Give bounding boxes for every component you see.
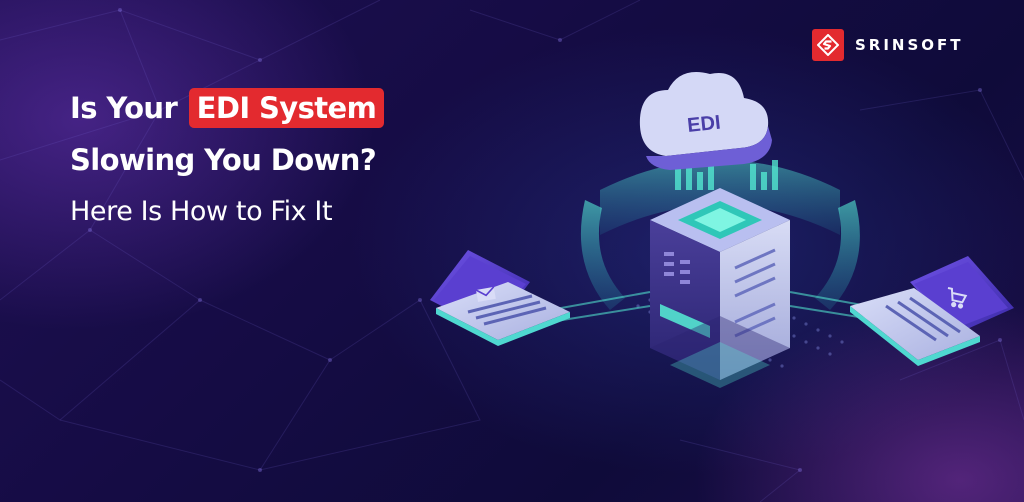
headline-prefix: Is Your (70, 91, 178, 125)
headline-subtitle: Here Is How to Fix It (70, 196, 333, 227)
shopping-cart-icon (947, 287, 968, 309)
headline-line-1: Is Your EDI System (70, 88, 490, 128)
laptop-right (850, 256, 1014, 366)
headline: Is Your EDI System Slowing You Down? Her… (70, 88, 490, 232)
envelope-icon (475, 286, 496, 302)
cloud-label: EDI (686, 112, 721, 137)
data-ring-left (580, 200, 625, 310)
edi-cloud: EDI (639, 72, 772, 170)
headline-line-2: Slowing You Down? (70, 143, 377, 177)
brand-logo: SRINSOFT (812, 28, 964, 62)
laptop-left (430, 250, 570, 346)
headline-highlight: EDI System (188, 88, 385, 128)
edi-network-illustration: EDI (430, 72, 1014, 388)
srinsoft-s-logo-icon (812, 29, 844, 61)
data-bars (675, 156, 778, 190)
data-ring-right (815, 200, 860, 310)
server-tower (650, 188, 790, 388)
brand-name: SRINSOFT (855, 36, 964, 54)
